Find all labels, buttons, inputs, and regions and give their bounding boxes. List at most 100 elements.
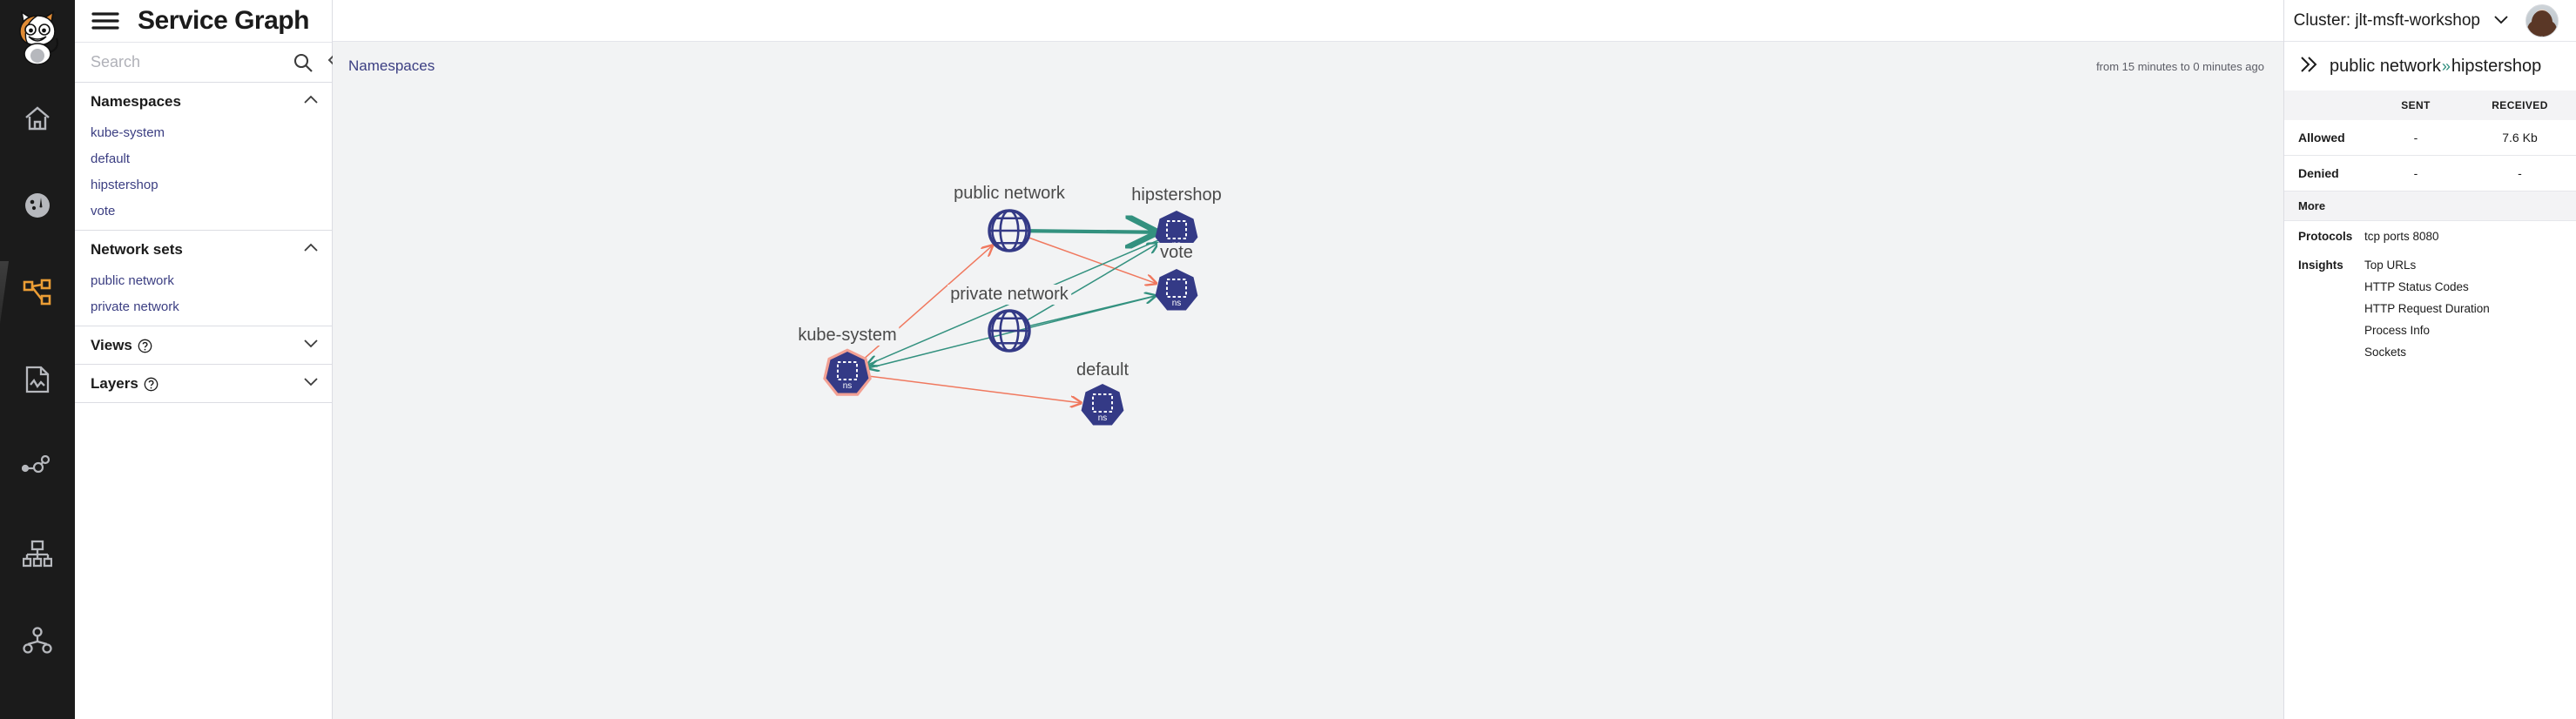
chevron-up-icon (302, 242, 320, 258)
table-row: Allowed-7.6 Kb (2284, 120, 2576, 156)
sidebar-item-logs[interactable] (0, 336, 75, 423)
sidebar-sections: Namespaces kube-system default hipstershop v… (75, 83, 332, 403)
section-toggle-layers[interactable]: Layers (75, 365, 332, 402)
sidebar-link-private-network[interactable]: private network (91, 299, 179, 314)
graph-node-private-network[interactable] (988, 309, 1031, 353)
left-icon-rail (0, 0, 75, 719)
hamburger-menu-icon[interactable] (91, 10, 120, 31)
namespace-hexagon-icon (1081, 384, 1124, 426)
sidebar-link-public-network[interactable]: public network (91, 273, 174, 288)
graph-node-public-network[interactable] (988, 209, 1031, 252)
graph-edge[interactable] (1027, 244, 1158, 321)
node-type-label: ns (1172, 299, 1182, 308)
section-toggle-network-sets[interactable]: Network sets (75, 231, 332, 268)
protocols-label: Protocols (2298, 230, 2353, 243)
section-toggle-namespaces[interactable]: Namespaces (75, 83, 332, 120)
details-header: public network » hipstershop (2284, 42, 2576, 91)
namespace-hexagon-icon (1155, 211, 1198, 252)
section-title: Views (91, 337, 302, 354)
section-title: Layers (91, 375, 302, 393)
graph-svg: nsnsnsns (823, 209, 1198, 426)
breadcrumb[interactable]: Namespaces (348, 57, 435, 74)
rail-items (0, 75, 75, 684)
search-icon[interactable] (293, 52, 314, 73)
graph-edge[interactable] (1029, 231, 1155, 232)
insights-label: Insights (2298, 259, 2343, 272)
namespace-hexagon-icon (1155, 269, 1198, 311)
sidebar-section-views: Views (75, 326, 332, 365)
help-circle-icon[interactable] (138, 339, 152, 353)
expand-right-icon[interactable] (2298, 55, 2319, 77)
cluster-label: Cluster: jlt-msft-workshop (2293, 11, 2480, 30)
page-title: Service Graph (138, 6, 309, 35)
row-label: Allowed (2298, 131, 2345, 144)
namespace-inner-square (1166, 220, 1187, 239)
namespace-hexagon-icon (826, 352, 869, 393)
search-input[interactable] (91, 53, 293, 71)
node-label-kube-system: kube-system (795, 326, 900, 346)
avatar[interactable] (2525, 4, 2559, 37)
filter-panel: Service Graph Namespaces kube-system defau… (75, 0, 343, 719)
section-title: Network sets (91, 240, 183, 258)
details-source: public network (2330, 56, 2441, 76)
graph-edge[interactable] (1028, 237, 1157, 283)
protocols-row: Protocols tcp ports 8080 (2284, 221, 2576, 250)
stats-table-header: SENT RECEIVED (2284, 91, 2576, 120)
graph-edge[interactable] (866, 375, 1081, 403)
node-type-label: ns (843, 381, 853, 391)
insight-link-http-status-codes[interactable]: HTTP Status Codes (2364, 280, 2469, 293)
insight-link-process-info[interactable]: Process Info (2364, 324, 2431, 337)
sidebar-link-vote[interactable]: vote (91, 204, 116, 218)
graph-node-kube-system[interactable]: ns (823, 348, 872, 396)
section-body: public network private network (75, 268, 332, 326)
sidebar-section-layers: Layers (75, 365, 332, 403)
details-topbar: Cluster: jlt-msft-workshop (2284, 0, 2576, 42)
search-row (75, 42, 343, 83)
row-received: 7.6 Kb (2502, 131, 2538, 144)
flow-arrow-icon: » (2441, 57, 2451, 75)
sidebar-item-nodes[interactable] (0, 423, 75, 510)
insight-link-http-request-duration[interactable]: HTTP Request Duration (2364, 302, 2490, 315)
namespace-inner-square (1092, 393, 1113, 413)
sidebar-item-service-graph[interactable] (0, 249, 75, 336)
cat-logo-icon[interactable] (0, 0, 75, 75)
sidebar-item-policies[interactable] (0, 510, 75, 597)
help-circle-icon[interactable] (144, 377, 158, 392)
more-section-header[interactable]: More (2284, 192, 2576, 221)
insight-link-sockets[interactable]: Sockets (2364, 346, 2407, 359)
graph-node-default[interactable]: ns (1081, 384, 1124, 426)
sidebar-item-home[interactable] (0, 75, 75, 162)
insight-link-top-urls[interactable]: Top URLs (2364, 259, 2417, 272)
chevron-down-icon (302, 376, 320, 392)
table-row: Denied-- (2284, 156, 2576, 192)
time-range-label: from 15 minutes to 0 minutes ago (2096, 59, 2264, 73)
row-received: - (2518, 166, 2522, 180)
topbar-right: Cluster: jlt-msft-workshop (2294, 0, 2559, 42)
col-received: RECEIVED (2492, 99, 2548, 111)
graph-topbar (333, 0, 2283, 42)
node-label-private-network: private network (947, 285, 1071, 305)
sidebar-link-default[interactable]: default (91, 151, 131, 166)
sidebar-item-network[interactable] (0, 597, 75, 684)
sidebar-link-hipstershop[interactable]: hipstershop (91, 178, 158, 192)
node-type-label: ns (1098, 413, 1108, 423)
graph-node-vote[interactable]: ns (1155, 269, 1198, 311)
node-label-default: default (1073, 360, 1132, 380)
row-label: Denied (2298, 166, 2339, 180)
panel-header: Service Graph (75, 0, 332, 42)
details-title: public network » hipstershop (2330, 57, 2541, 77)
sidebar-item-dashboard[interactable] (0, 162, 75, 249)
node-label-hipstershop: hipstershop (1129, 185, 1224, 205)
sidebar-link-kube-system[interactable]: kube-system (91, 125, 165, 140)
section-toggle-views[interactable]: Views (75, 326, 332, 364)
sidebar-section-network-sets: Network sets public network private networ… (75, 231, 332, 326)
chevron-down-icon (2492, 11, 2510, 30)
cluster-selector[interactable]: Cluster: jlt-msft-workshop (2294, 11, 2510, 30)
node-label-public-network: public network (951, 184, 1068, 204)
node-label-vote: vote (1157, 243, 1196, 263)
